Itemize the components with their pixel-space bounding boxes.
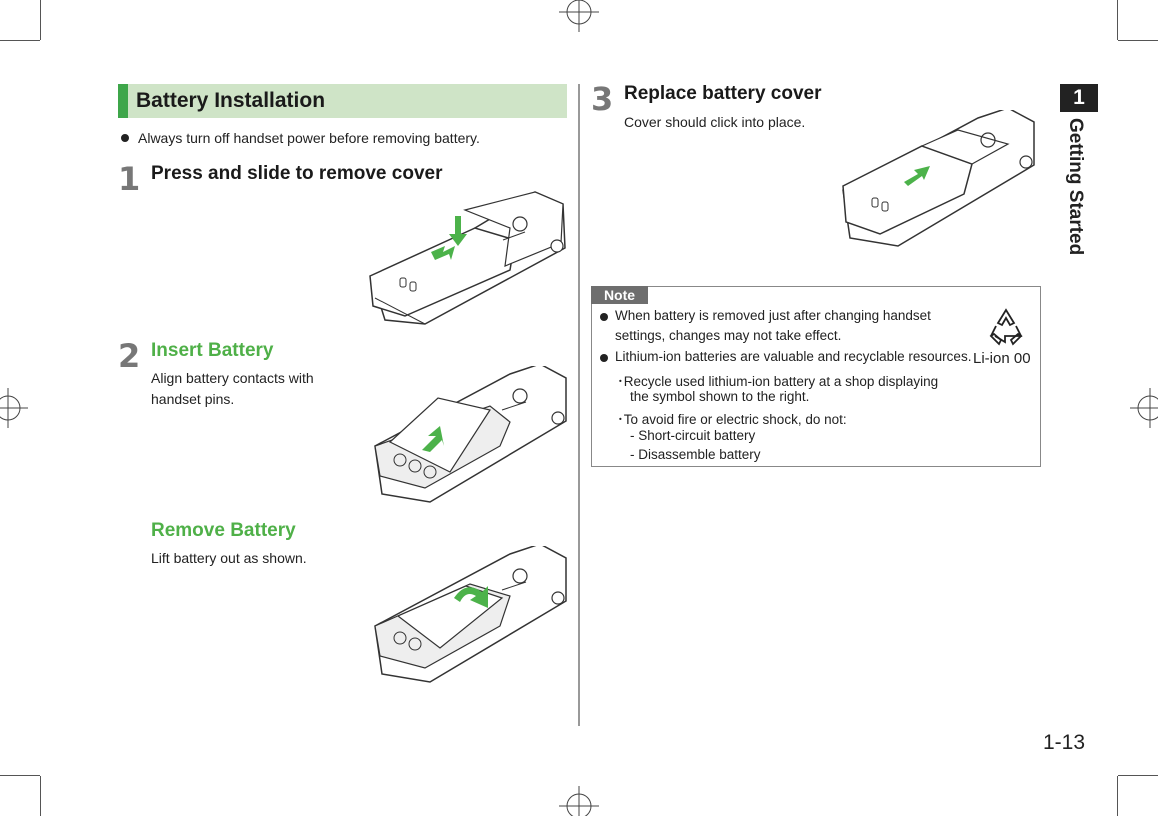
step-description: Lift battery out as shown.	[151, 548, 307, 569]
phone-insert-battery-illustration	[374, 366, 567, 503]
recycle-label: Li-ion 00	[973, 350, 1031, 367]
crop-mark	[0, 40, 40, 41]
step-title: Press and slide to remove cover	[151, 163, 443, 184]
registration-mark-icon	[559, 786, 599, 816]
crop-mark	[1117, 776, 1118, 816]
phone-cover-removal-illustration	[369, 191, 566, 325]
section-header: Battery Installation	[118, 84, 567, 118]
note-label: Note	[591, 286, 648, 304]
note-line: ･To avoid fire or electric shock, do not…	[617, 412, 847, 427]
step-description-line: Lift battery out as shown.	[151, 550, 307, 566]
chapter-title: Getting Started	[1065, 118, 1086, 256]
crop-mark	[1118, 775, 1158, 776]
phone-replace-cover-illustration	[842, 110, 1035, 247]
crop-mark	[1118, 40, 1158, 41]
crop-mark	[40, 0, 41, 40]
step-title: Insert Battery	[151, 340, 274, 361]
bullet-dot	[121, 134, 129, 143]
phone-remove-battery-illustration	[374, 546, 567, 683]
column-divider	[578, 84, 580, 726]
step-number: 2	[118, 337, 141, 375]
crop-mark	[0, 775, 40, 776]
step-description-line: handset pins.	[151, 391, 235, 407]
bullet-dot	[600, 313, 608, 321]
step-description-line: Align battery contacts with	[151, 370, 314, 386]
note-line: - Short-circuit battery	[630, 428, 756, 443]
green-arrow-icon	[454, 586, 488, 608]
step-title: Replace battery cover	[624, 83, 822, 104]
green-arrow-icon	[431, 246, 455, 260]
page-number: 1-13	[1043, 731, 1086, 754]
note-line: When battery is removed just after chang…	[615, 308, 931, 323]
note-line: settings, changes may not take effect.	[615, 328, 842, 343]
registration-mark-icon	[0, 388, 28, 428]
note-line: Lithium-ion batteries are valuable and r…	[615, 349, 972, 364]
intro-bullet-text: Always turn off handset power before rem…	[138, 130, 480, 146]
intro-bullet: Always turn off handset power before rem…	[121, 130, 480, 146]
note-line: - Disassemble battery	[630, 447, 761, 462]
step-description-line: Cover should click into place.	[624, 114, 806, 130]
green-arrow-icon	[904, 166, 930, 186]
registration-mark-icon	[559, 0, 599, 32]
step-title: Remove Battery	[151, 520, 296, 541]
step-number: 3	[591, 80, 614, 118]
crop-mark	[40, 776, 41, 816]
step-number: 1	[118, 160, 141, 198]
step-description: Cover should click into place.	[624, 112, 805, 133]
green-arrow-icon	[449, 216, 467, 246]
registration-mark-icon	[1130, 388, 1158, 428]
step-description: Align battery contacts with handset pins…	[151, 368, 314, 410]
note-line: ･Recycle used lithium-ion battery at a s…	[617, 374, 939, 389]
bullet-dot	[600, 354, 608, 362]
recycle-icon	[989, 308, 1023, 346]
chapter-number: 1	[1060, 84, 1098, 112]
crop-mark	[1117, 0, 1118, 40]
note-line: the symbol shown to the right.	[630, 389, 810, 404]
section-title: Battery Installation	[136, 89, 326, 112]
note-box	[591, 286, 1041, 467]
green-arrow-icon	[422, 426, 444, 452]
section-header-accent	[118, 84, 128, 118]
